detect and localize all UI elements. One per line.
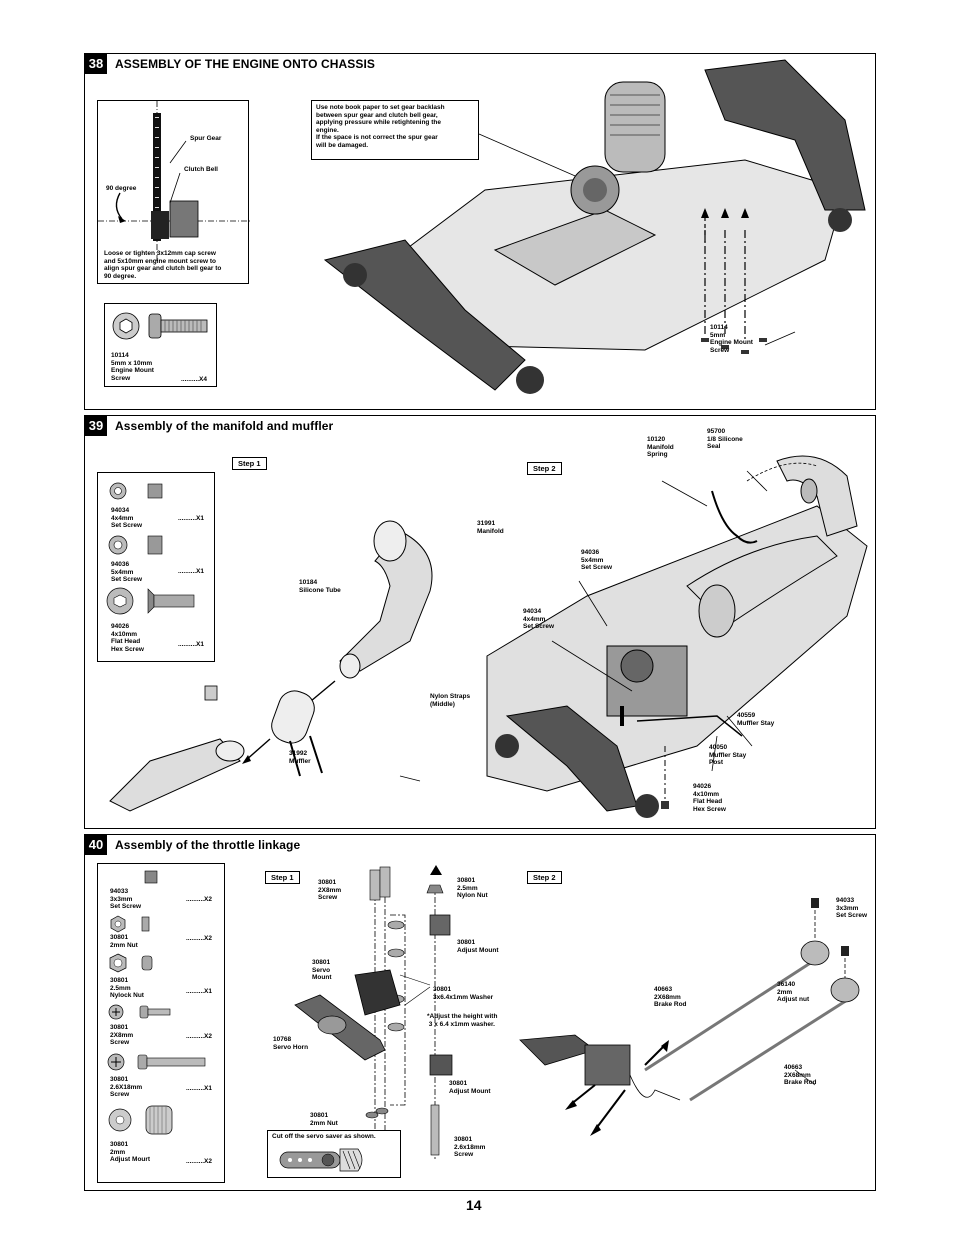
cut-note: Cut off the servo saver as shown. bbox=[272, 1133, 376, 1140]
screw-2-6x18-callout: 30801 2.6x18mm Screw bbox=[454, 1136, 486, 1159]
section-38-number: 38 bbox=[85, 54, 107, 74]
engine-mount-screw-callout: 10114 5mm Engine Mount Screw bbox=[710, 324, 753, 354]
part-94034-qty: ..........X1 bbox=[178, 515, 205, 522]
nut-2mm-icon bbox=[110, 915, 150, 933]
servo-mount-exploded-illustration bbox=[294, 865, 453, 1160]
spur-gear-label: Spur Gear bbox=[190, 135, 222, 142]
part-30801-adjust-mount-qty: ..........X2 bbox=[186, 1158, 213, 1165]
clutch-bell-label: Clutch Bell bbox=[184, 166, 218, 173]
page-number: 14 bbox=[466, 1197, 482, 1213]
part-30801-nylock-qty: ..........X1 bbox=[186, 988, 213, 995]
manifold-spring-callout: 10120 Manifold Spring bbox=[647, 436, 674, 459]
manifold-callout: 31991 Manifold bbox=[477, 520, 504, 535]
flat-head-screw-icon bbox=[106, 587, 195, 615]
part-94034-label: 94034 4x4mm Set Screw bbox=[111, 507, 143, 530]
muffler-callout: 31992 Muffler bbox=[289, 750, 311, 765]
hex-socket-icon bbox=[112, 312, 140, 340]
adjust-nut-callout: 36140 2mm Adjust nut bbox=[777, 981, 810, 1004]
part-30801-screw-label: 30801 2X8mm Screw bbox=[110, 1024, 134, 1047]
screw-2x8-callout: 30801 2X8mm Screw bbox=[318, 879, 342, 902]
servo-mount-callout: 30801 Servo Mount bbox=[312, 959, 332, 982]
set-screw-3x3-callout: 94033 3x3mm Set Screw bbox=[836, 897, 868, 920]
engine-screw-qty: ..........X4 bbox=[181, 376, 208, 383]
servo-horn-callout: 10768 Servo Horn bbox=[273, 1036, 309, 1051]
degree-label: 90 degree bbox=[106, 185, 137, 192]
section-39-number: 39 bbox=[85, 416, 107, 436]
seal-callout: 95700 1/8 Silicone Seal bbox=[707, 428, 743, 451]
adjust-height-note: *Adjust the height with 3 x 6.4 x1mm was… bbox=[427, 1013, 498, 1028]
gear-alignment-box: Spur Gear Clutch Bell 90 degree Loose or… bbox=[97, 100, 250, 284]
section-39-title: Assembly of the manifold and muffler bbox=[115, 419, 334, 433]
nylock-nut-icon bbox=[109, 953, 153, 973]
step-1-label: Step 1 bbox=[232, 457, 267, 470]
backlash-note: Use note book paper to set gear backlash… bbox=[316, 104, 445, 149]
brake-rod-2-callout: 40663 2X68mm Brake Rod bbox=[784, 1064, 817, 1087]
silicone-tube-callout: 10184 Silicone Tube bbox=[299, 579, 341, 594]
section-40-title: Assembly of the throttle linkage bbox=[115, 838, 301, 852]
part-94036-qty: ..........X1 bbox=[178, 568, 205, 575]
screw-2x8-icon bbox=[108, 1004, 171, 1020]
set-screw-5x4-icon bbox=[108, 535, 163, 555]
part-94033-qty: ..........X2 bbox=[186, 896, 213, 903]
section-40-panel: 40 Assembly of the throttle linkage 9403… bbox=[84, 834, 876, 1191]
nut-2mm-callout: 30801 2mm Nut bbox=[310, 1112, 338, 1127]
gear-diagram bbox=[98, 101, 250, 261]
section-38-panel: 38 ASSEMBLY OF THE ENGINE ONTO CHASSIS S… bbox=[84, 53, 876, 410]
section-39-panel: 39 Assembly of the manifold and muffler … bbox=[84, 415, 876, 829]
servo-horn-cut-icon bbox=[279, 1148, 363, 1172]
part-30801-nylock-label: 30801 2.5mm Nylock Nut bbox=[110, 977, 144, 1000]
muffler-stay-post-callout: 40050 Muffler Stay Post bbox=[709, 744, 747, 767]
section-38-title: ASSEMBLY OF THE ENGINE ONTO CHASSIS bbox=[115, 57, 375, 71]
adjust-mount-bottom-callout: 30801 Adjust Mount bbox=[449, 1080, 491, 1095]
section-40-number: 40 bbox=[85, 835, 107, 855]
part-94026-label: 94026 4x10mm Flat Head Hex Screw bbox=[111, 623, 144, 653]
part-30801-long-screw-label: 30801 2.6X18mm Screw bbox=[110, 1076, 143, 1099]
set-screw-4x4-icon bbox=[109, 482, 163, 500]
step-2-label: Step 2 bbox=[527, 462, 562, 475]
throttle-linkage-illustration bbox=[519, 898, 860, 1136]
part-30801-nut-label: 30801 2mm Nut bbox=[110, 934, 138, 949]
flat-head-callout: 94026 4x10mm Flat Head Hex Screw bbox=[693, 783, 726, 813]
part-94036-label: 94036 5x4mm Set Screw bbox=[111, 561, 143, 584]
muffler-stay-callout: 40559 Muffler Stay bbox=[737, 712, 775, 727]
throttle-parts-box: 94033 3x3mm Set Screw ..........X2 30801… bbox=[97, 863, 225, 1183]
set-screw-5x4-callout: 94036 5x4mm Set Screw bbox=[581, 549, 613, 572]
washer-callout: 30801 3x6.4x1mm Washer bbox=[433, 986, 494, 1001]
adjust-mount-top-callout: 30801 Adjust Mount bbox=[457, 939, 499, 954]
note-leader-line bbox=[478, 133, 590, 183]
backlash-note-box: Use note book paper to set gear backlash… bbox=[311, 100, 479, 160]
nylon-nut-callout: 30801 2.5mm Nylon Nut bbox=[457, 877, 488, 900]
brake-rod-1-callout: 40663 2X68mm Brake Rod bbox=[654, 986, 687, 1009]
adjust-mount-icon bbox=[108, 1105, 173, 1135]
part-30801-long-screw-qty: ..........X1 bbox=[186, 1085, 213, 1092]
engine-screw-label: 10114 5mm x 10mm Engine Mount Screw bbox=[111, 352, 154, 382]
part-94026-qty: ..........X1 bbox=[178, 641, 205, 648]
part-30801-adjust-mount-label: 30801 2mm Adjust Mourt bbox=[110, 1141, 151, 1164]
cap-screw-icon bbox=[148, 313, 208, 339]
engine-screw-part-box: 10114 5mm x 10mm Engine Mount Screw ....… bbox=[104, 303, 217, 387]
throttle-step-1-label: Step 1 bbox=[265, 871, 300, 884]
throttle-step-2-label: Step 2 bbox=[527, 871, 562, 884]
servo-saver-cut-box: Cut off the servo saver as shown. bbox=[267, 1130, 401, 1178]
screw-2-6x18-icon bbox=[107, 1053, 206, 1071]
chassis-engine-illustration bbox=[323, 59, 866, 394]
nylon-straps-callout: Nylon Straps (Middle) bbox=[430, 693, 471, 708]
manifold-parts-box: 94034 4x4mm Set Screw ..........X1 94036… bbox=[97, 472, 215, 662]
part-30801-nut-qty: ..........X2 bbox=[186, 935, 213, 942]
part-94033-label: 94033 3x3mm Set Screw bbox=[110, 888, 142, 911]
step2-chassis-illustration bbox=[486, 455, 868, 818]
part-30801-screw-qty: ..........X2 bbox=[186, 1033, 213, 1040]
alignment-instruction: Loose or tighten 3x12mm cap screw and 5x… bbox=[104, 250, 222, 280]
set-screw-3x3-icon bbox=[144, 870, 158, 884]
manifold-muffler-exploded-illustration bbox=[109, 520, 433, 812]
set-screw-4x4-callout: 94034 4x4mm Set Screw bbox=[523, 608, 555, 631]
